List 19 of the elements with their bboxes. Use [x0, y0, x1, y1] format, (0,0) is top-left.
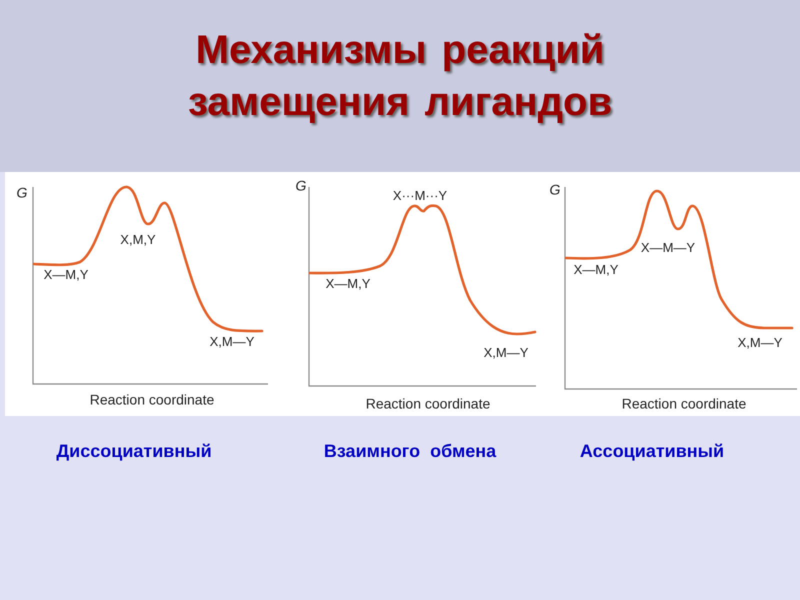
axis-label: G — [550, 182, 560, 198]
species-label: X,M—Y — [484, 346, 528, 360]
species-label: X,M,Y — [120, 232, 156, 248]
species-label: X—M—Y — [640, 240, 696, 256]
axis-label: Reaction coordinate — [90, 392, 214, 408]
axis-label: G — [296, 178, 306, 194]
mechanism-caption: Диссоциативный — [56, 442, 212, 462]
axis-label: Reaction coordinate — [622, 396, 746, 412]
axis-label: G — [16, 185, 28, 201]
slide-title: Механизмы реакций замещения лигандов — [186, 27, 614, 126]
species-label: X—M,Y — [574, 262, 618, 278]
axis-label: Reaction coordinate — [366, 396, 490, 412]
species-label: X,M—Y — [210, 334, 254, 350]
species-label: X···M···Y — [392, 188, 448, 204]
mechanism-caption: Взаимного обмена — [324, 442, 496, 462]
species-label: X—M,Y — [44, 268, 88, 282]
species-label: X,M—Y — [738, 336, 782, 350]
species-label: X—M,Y — [326, 276, 370, 292]
mechanism-caption: Ассоциативный — [580, 442, 724, 462]
